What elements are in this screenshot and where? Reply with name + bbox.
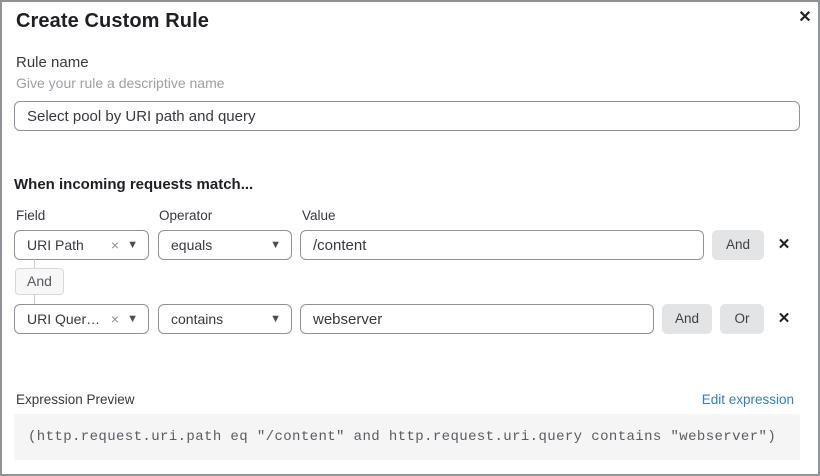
field-column-label: Field (16, 208, 46, 223)
row2-field-value: URI Query St... (27, 311, 105, 327)
row1-operator-value: equals (171, 237, 213, 253)
row2-field-select[interactable]: URI Query St... × ▼ (14, 304, 149, 334)
row2-operator-chevron-down-icon: ▼ (270, 312, 281, 325)
row1-field-select[interactable]: URI Path × ▼ (14, 230, 149, 260)
row2-and-button[interactable]: And (662, 304, 712, 334)
row1-operator-chevron-down-icon: ▼ (270, 238, 281, 251)
row2-operator-select[interactable]: contains ▼ (158, 304, 292, 334)
row2-field-chevron-down-icon: ▼ (127, 312, 138, 325)
row1-operator-select[interactable]: equals ▼ (158, 230, 292, 260)
row1-value-input[interactable] (300, 230, 704, 260)
row2-delete-icon[interactable]: ✕ (777, 310, 791, 327)
row2-value-input[interactable] (300, 304, 654, 334)
row1-field-chevron-down-icon: ▼ (127, 238, 138, 251)
row1-delete-icon[interactable]: ✕ (777, 236, 791, 253)
row1-and-button[interactable]: And (712, 230, 764, 260)
dialog-title: Create Custom Rule (16, 10, 209, 32)
close-icon[interactable]: ✕ (798, 9, 812, 26)
row2-operator-value: contains (171, 311, 224, 327)
match-section-heading: When incoming requests match... (14, 176, 254, 193)
expression-preview-code-block: (http.request.uri.path eq "/content" and… (14, 414, 800, 460)
operator-column-label: Operator (159, 208, 213, 223)
value-column-label: Value (302, 208, 336, 223)
rule-name-help-text: Give your rule a descriptive name (16, 75, 225, 91)
rule-name-label: Rule name (16, 54, 89, 71)
condition-connector-and-badge[interactable]: And (15, 268, 64, 295)
expression-code: (http.request.uri.path eq "/content" and… (28, 429, 777, 445)
rule-name-input[interactable] (14, 101, 800, 131)
expression-preview-label: Expression Preview (16, 392, 135, 407)
row2-field-clear-icon[interactable]: × (110, 311, 120, 327)
edit-expression-link[interactable]: Edit expression (701, 392, 794, 407)
row1-field-clear-icon[interactable]: × (110, 237, 120, 253)
row2-or-button[interactable]: Or (720, 304, 764, 334)
row1-field-value: URI Path (27, 237, 84, 253)
